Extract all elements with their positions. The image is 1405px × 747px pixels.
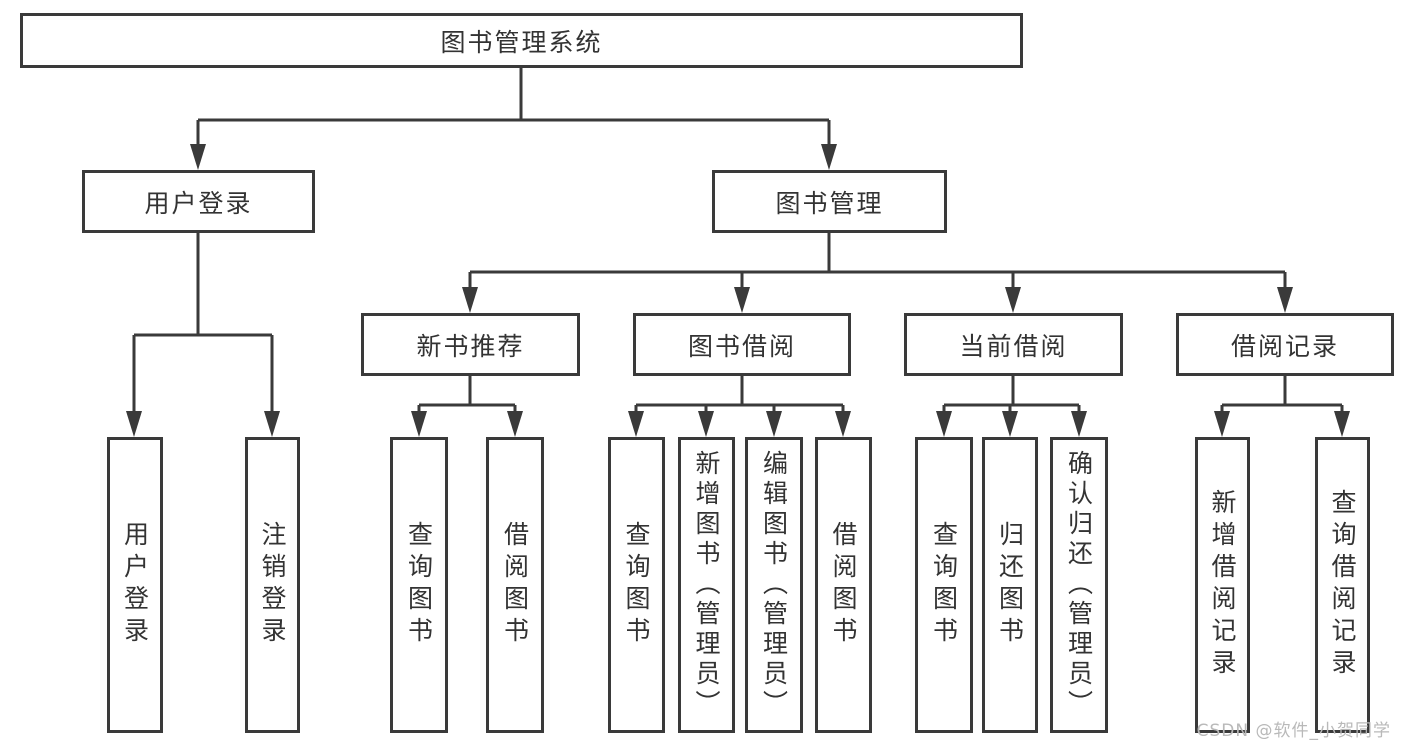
watermark: CSDN @软件_小贺同学: [1196, 721, 1391, 741]
leaf-user-login-label: 用户登录: [120, 521, 150, 649]
connector-borrow-records: [1220, 376, 1344, 414]
leaf-add-borrow-record-label: 新增借阅记录: [1208, 489, 1237, 681]
leaf-query-borrow-record: 查询借阅记录: [1315, 437, 1370, 733]
leaf-query-books-2-label: 查询图书: [622, 521, 651, 649]
connector-book-borrow: [634, 376, 845, 414]
arrowheads-book-management: [462, 287, 1293, 313]
leaf-add-book-admin: 新增图书（管理员）: [678, 437, 735, 733]
leaf-confirm-return-admin: 确认归还（管理员）: [1050, 437, 1108, 733]
node-book-management: 图书管理: [712, 170, 947, 233]
connector-current-borrow: [942, 376, 1081, 414]
node-root-label: 图书管理系统: [440, 27, 603, 57]
leaf-borrow-books-1: 借阅图书: [486, 437, 544, 733]
leaf-logout: 注销登录: [245, 437, 300, 733]
leaf-add-borrow-record: 新增借阅记录: [1195, 437, 1250, 733]
arrowheads-new-book-recommend: [411, 411, 523, 437]
node-borrow-records-label: 借阅记录: [1230, 331, 1339, 361]
leaf-query-borrow-record-label: 查询借阅记录: [1328, 489, 1357, 681]
leaf-borrow-books-2-label: 借阅图书: [829, 521, 858, 649]
arrowheads-current-borrow: [936, 411, 1087, 437]
leaf-query-books-1: 查询图书: [390, 437, 448, 733]
leaf-borrow-books-2: 借阅图书: [815, 437, 872, 733]
connector-user-login: [132, 233, 274, 414]
connector-book-management: [468, 233, 1287, 292]
leaf-query-books-2: 查询图书: [608, 437, 665, 733]
arrowheads-root: [190, 144, 837, 170]
arrowheads-book-borrow: [628, 411, 851, 437]
node-current-borrow-label: 当前借阅: [959, 331, 1068, 361]
leaf-user-login: 用户登录: [107, 437, 163, 733]
node-root: 图书管理系统: [20, 13, 1023, 68]
arrowheads-user-login: [126, 411, 280, 437]
node-new-book-recommend: 新书推荐: [361, 313, 580, 376]
node-book-management-label: 图书管理: [775, 188, 884, 218]
node-new-book-recommend-label: 新书推荐: [416, 331, 525, 361]
arrowheads-borrow-records: [1214, 411, 1350, 437]
node-book-borrow: 图书借阅: [633, 313, 851, 376]
node-user-login-label: 用户登录: [144, 188, 253, 218]
leaf-query-books-3-label: 查询图书: [929, 521, 959, 649]
leaf-return-books-label: 归还图书: [995, 521, 1025, 649]
connector-new-book-recommend: [417, 376, 517, 414]
node-user-login: 用户登录: [82, 170, 315, 233]
leaf-confirm-return-admin-label: 确认归还（管理员）: [1064, 450, 1094, 720]
node-book-borrow-label: 图书借阅: [687, 331, 796, 361]
connector-root: [196, 68, 831, 147]
leaf-query-books-1-label: 查询图书: [404, 521, 434, 649]
leaf-edit-book-admin-label: 编辑图书（管理员）: [759, 450, 789, 720]
leaf-return-books: 归还图书: [982, 437, 1038, 733]
leaf-edit-book-admin: 编辑图书（管理员）: [745, 437, 803, 733]
leaf-borrow-books-1-label: 借阅图书: [500, 521, 530, 649]
leaf-query-books-3: 查询图书: [915, 437, 973, 733]
leaf-logout-label: 注销登录: [258, 521, 287, 649]
leaf-add-book-admin-label: 新增图书（管理员）: [692, 450, 721, 720]
node-borrow-records: 借阅记录: [1176, 313, 1394, 376]
node-current-borrow: 当前借阅: [904, 313, 1123, 376]
